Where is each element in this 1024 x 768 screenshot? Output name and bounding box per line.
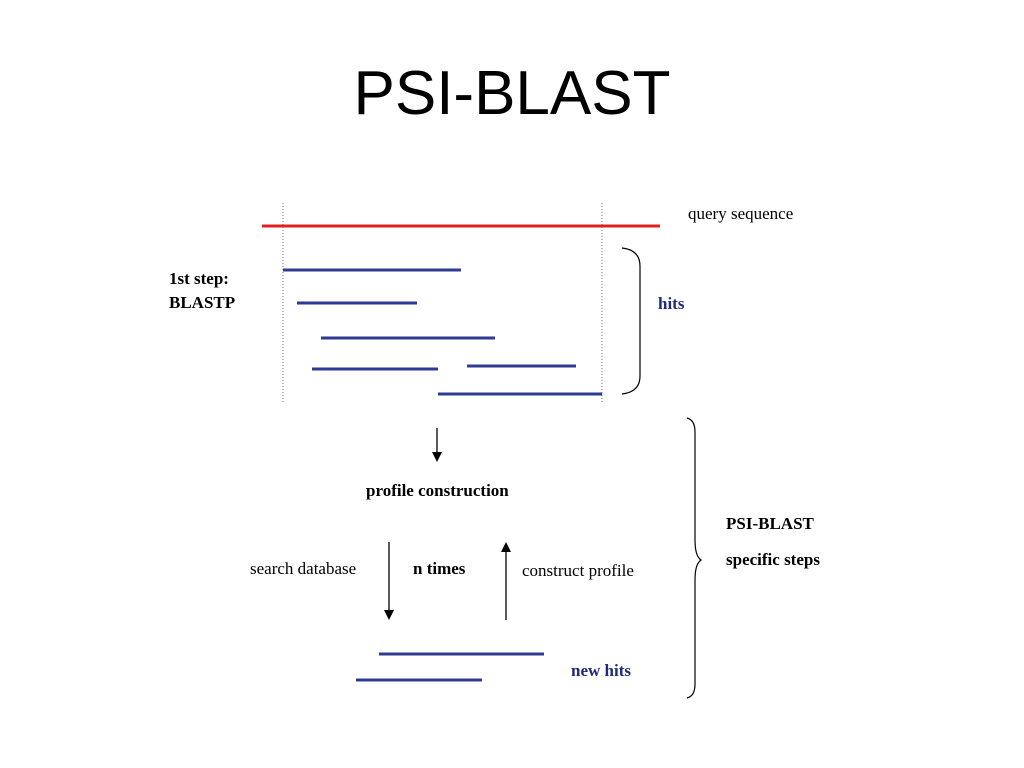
query-sequence-label: query sequence <box>688 204 794 223</box>
down-arrow-head <box>432 452 442 462</box>
new-hits-label: new hits <box>571 661 631 680</box>
new-hits-group <box>356 652 544 682</box>
hits-group <box>283 268 602 396</box>
specific-steps-label: specific steps <box>726 550 820 569</box>
blastp-label: BLASTP <box>169 293 236 312</box>
construct-arrow-head <box>501 542 511 552</box>
hits-label: hits <box>658 294 685 313</box>
hits-bracket <box>621 247 641 395</box>
construct-profile-label: construct profile <box>522 561 634 580</box>
slide-title: PSI-BLAST <box>353 59 671 128</box>
search-arrow-head <box>384 610 394 620</box>
search-database-label: search database <box>250 559 357 578</box>
profile-construction-label: profile construction <box>366 481 509 500</box>
n-times-label: n times <box>413 559 466 578</box>
psi-blast-steps-label: PSI-BLAST <box>726 514 814 533</box>
first-step-label: 1st step: <box>169 269 229 288</box>
psi-blast-steps-brace <box>686 417 703 699</box>
